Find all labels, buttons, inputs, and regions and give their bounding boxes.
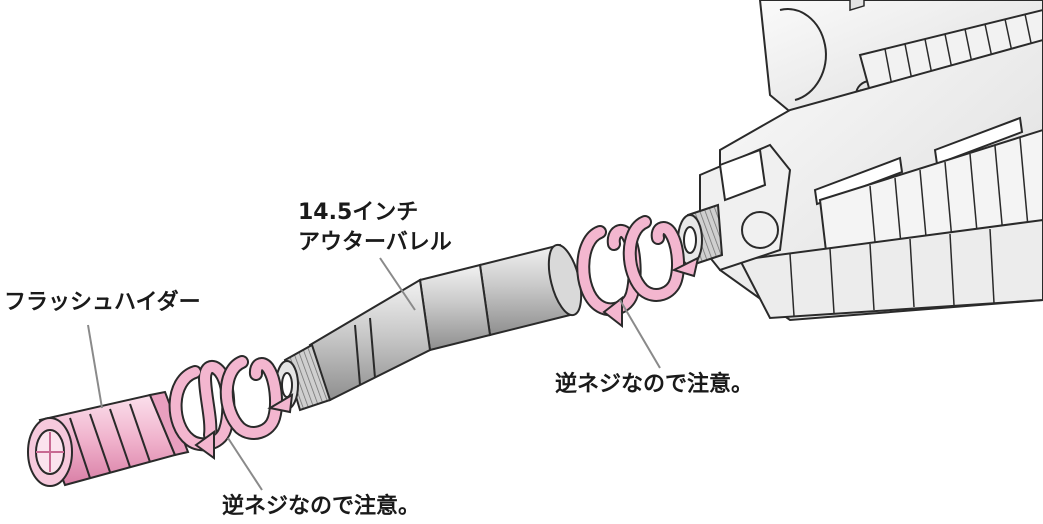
label-outer-barrel: アウターバレル — [298, 230, 452, 255]
rifle-handguard — [699, 0, 1043, 322]
outer-barrel — [275, 243, 583, 412]
leader-lines — [87, 257, 661, 491]
leader-line-hider — [87, 324, 103, 409]
label-reverse-thread-left: 逆ネジなので注意。 — [222, 494, 421, 519]
label-flash-hider: フラッシュハイダー — [4, 290, 201, 315]
rotation-arrow-icon — [168, 355, 294, 460]
rifle-muzzle-thread — [677, 203, 724, 267]
leader-line-reverse-left — [227, 437, 263, 491]
leader-line-barrel — [379, 257, 416, 311]
label-barrel-length: 14.5インチ — [298, 200, 419, 225]
label-reverse-thread-right: 逆ネジなので注意。 — [555, 372, 754, 397]
leader-line-reverse-right — [619, 299, 661, 369]
flash-hider — [27, 390, 190, 487]
rotation-arrow-icon — [576, 215, 700, 329]
